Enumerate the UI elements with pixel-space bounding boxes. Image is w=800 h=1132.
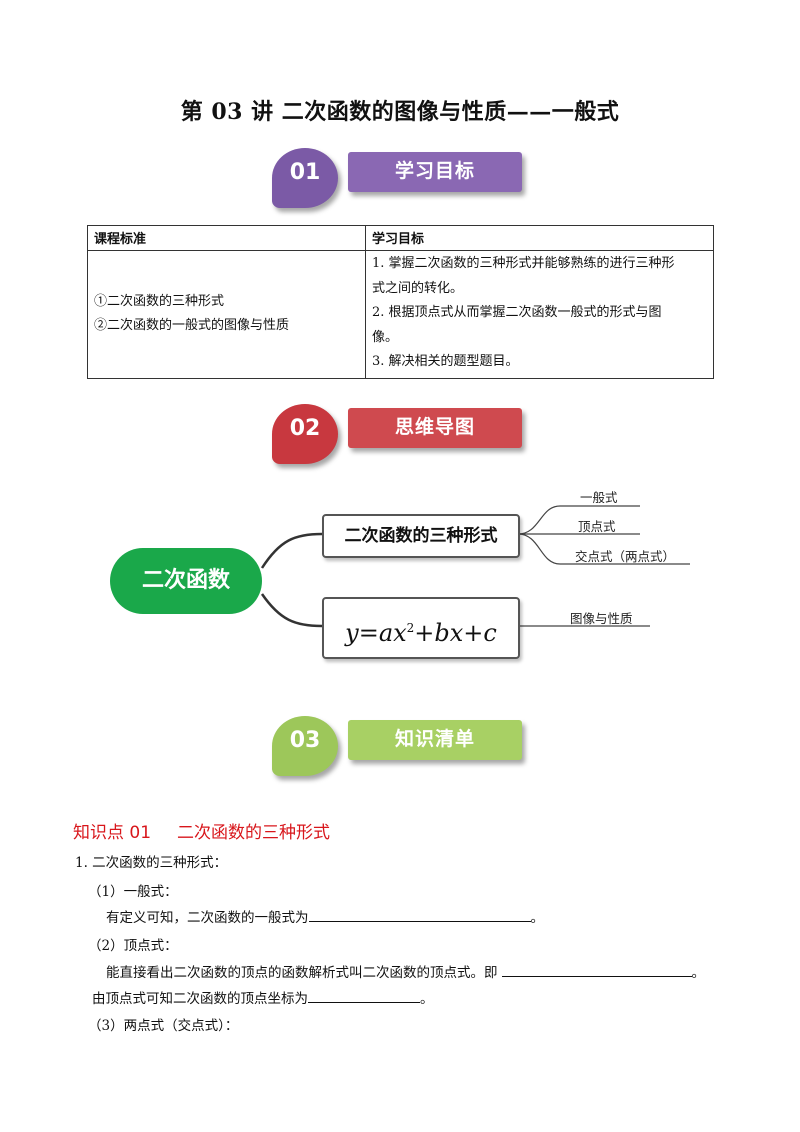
goal-line: 像。 (372, 329, 399, 345)
fill-in-blank[interactable] (308, 907, 531, 922)
mindmap-center-node: 二次函数 (110, 548, 262, 614)
period: 。 (420, 991, 434, 1007)
section-number: 03 (289, 728, 321, 753)
section-label: 知识清单 (394, 728, 475, 750)
section-number-badge (272, 716, 338, 776)
goal-line: 2. 根据顶点式从而掌握二次函数一般式的形式与图 (372, 305, 662, 320)
formula-exponent: 2 (406, 621, 415, 635)
section-number-badge (272, 148, 338, 208)
standards-cell: ①二次函数的三种形式 ②二次函数的一般式的图像与性质 (87, 250, 366, 379)
section-number-badge (272, 404, 338, 464)
standard-item: ①二次函数的三种形式 (94, 294, 225, 310)
page-title: 第 03 讲 二次函数的图像与性质——一般式 (180, 99, 620, 125)
mindmap-branch-general: 一般式 (580, 490, 618, 505)
mindmap-branch-graph-properties: 图像与性质 (570, 611, 633, 626)
vertex-coordinate-text: 由顶点式可知二次函数的顶点坐标为 (92, 991, 308, 1007)
section-label-box: 思维导图 (348, 408, 522, 448)
general-form-text: 有定义可知，二次函数的一般式为 (106, 910, 309, 926)
section-label-box: 知识清单 (348, 720, 522, 760)
mindmap-branch-vertex: 顶点式 (578, 519, 616, 534)
goal-line: 式之间的转化。 (372, 280, 464, 296)
subitem-intercept: （3）两点式（交点式）： (88, 1018, 239, 1034)
section-banner-03: 03 知识清单 (272, 714, 532, 776)
mindmap-branch-intercept: 交点式（两点式） (575, 549, 676, 564)
vertex-coordinate-sentence: 由顶点式可知二次函数的顶点坐标为 。 (92, 987, 434, 1007)
knowledge-point-number: 知识点 01 (73, 823, 152, 843)
formula-rest: +bx+c (414, 619, 497, 647)
item-heading: 1. 二次函数的三种形式： (75, 855, 228, 871)
subitem-general: （1）一般式： (88, 884, 178, 900)
section-number: 02 (289, 416, 321, 441)
standard-item: ②二次函数的一般式的图像与性质 (94, 318, 290, 334)
mindmap-node-three-forms: 二次函数的三种形式 (322, 514, 520, 558)
formula-y: y (345, 619, 359, 647)
fill-in-blank[interactable] (308, 988, 420, 1003)
formula-ax: ax (378, 619, 407, 647)
section-label-box: 学习目标 (348, 152, 522, 192)
goals-cell: 1. 掌握二次函数的三种形式并能够熟练的进行三种形 式之间的转化。 2. 根据顶… (365, 250, 714, 379)
section-banner-02: 02 思维导图 (272, 402, 532, 464)
knowledge-point-heading: 知识点 01 二次函数的三种形式 (73, 818, 330, 843)
general-form-sentence: 有定义可知，二次函数的一般式为 。 (106, 906, 544, 926)
section-label: 思维导图 (394, 416, 475, 438)
fill-in-blank[interactable] (501, 962, 692, 977)
section-banner-01: 01 学习目标 (272, 146, 532, 208)
period: 。 (691, 965, 706, 981)
subitem-vertex: （2）顶点式： (88, 938, 178, 954)
objectives-table: 课程标准 学习目标 ①二次函数的三种形式 ②二次函数的一般式的图像与性质 1. … (87, 225, 714, 379)
goal-line: 1. 掌握二次函数的三种形式并能够熟练的进行三种形 (372, 256, 675, 271)
formula-equals: = (358, 619, 379, 647)
section-number: 01 (289, 160, 321, 185)
vertex-form-text: 能直接看出二次函数的顶点的函数解析式叫二次函数的顶点式。即 (106, 965, 498, 981)
section-label: 学习目标 (394, 160, 475, 182)
knowledge-point-title: 二次函数的三种形式 (177, 823, 331, 843)
table-header-standard: 课程标准 (87, 225, 366, 251)
goal-line: 3. 解决相关的题型题目。 (372, 354, 519, 369)
vertex-form-sentence: 能直接看出二次函数的顶点的函数解析式叫二次函数的顶点式。即 。 (106, 961, 705, 981)
table-header-goal: 学习目标 (365, 225, 714, 251)
period: 。 (530, 910, 545, 926)
mindmap-node-formula: y=ax2+bx+c (322, 597, 520, 659)
